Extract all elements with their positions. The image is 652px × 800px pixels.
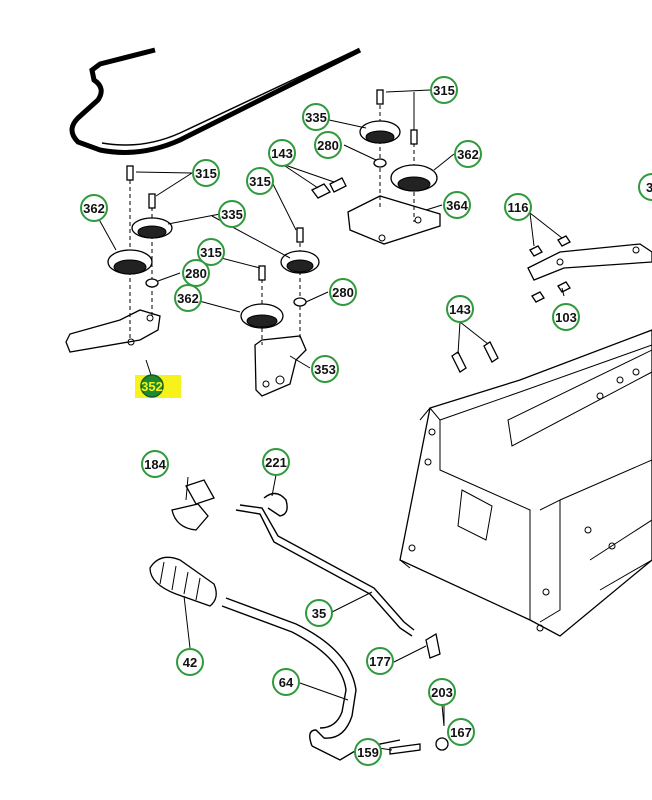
callout-184[interactable]: 184 bbox=[141, 450, 169, 478]
callout-143-b[interactable]: 143 bbox=[446, 295, 474, 323]
callout-335-b[interactable]: 335 bbox=[218, 200, 246, 228]
callout-42[interactable]: 42 bbox=[176, 648, 204, 676]
callout-335-a[interactable]: 335 bbox=[302, 103, 330, 131]
svg-text:159: 159 bbox=[357, 745, 379, 760]
main-frame bbox=[399, 329, 652, 637]
callout-362-c[interactable]: 362 bbox=[174, 284, 202, 312]
knob-184 bbox=[171, 479, 215, 531]
pulley-bracket-upper bbox=[311, 89, 441, 245]
callout-315-b[interactable]: 315 bbox=[192, 159, 220, 187]
callout-35-edge[interactable]: 35 bbox=[638, 173, 652, 201]
svg-text:335: 335 bbox=[305, 110, 327, 125]
svg-text:35: 35 bbox=[646, 180, 652, 195]
callout-315-d[interactable]: 315 bbox=[197, 238, 225, 266]
svg-text:362: 362 bbox=[83, 201, 105, 216]
svg-text:353: 353 bbox=[314, 362, 336, 377]
callout-353[interactable]: 353 bbox=[311, 355, 339, 383]
clip-221 bbox=[263, 492, 288, 517]
bracket-right-small bbox=[527, 235, 652, 303]
drive-belt bbox=[69, 47, 362, 155]
callout-159[interactable]: 159 bbox=[354, 738, 382, 766]
lever-64 bbox=[221, 597, 401, 761]
hardware-bottom bbox=[389, 702, 449, 755]
svg-text:362: 362 bbox=[457, 147, 479, 162]
rod-35 bbox=[235, 504, 415, 637]
grip-42 bbox=[149, 556, 217, 607]
callout-362-b[interactable]: 362 bbox=[80, 194, 108, 222]
screw-pair-lower bbox=[451, 341, 499, 373]
callout-203[interactable]: 203 bbox=[428, 678, 456, 706]
svg-text:143: 143 bbox=[449, 302, 471, 317]
svg-text:362: 362 bbox=[177, 291, 199, 306]
svg-text:221: 221 bbox=[265, 455, 287, 470]
svg-text:364: 364 bbox=[446, 198, 468, 213]
svg-text:143: 143 bbox=[271, 146, 293, 161]
callout-280-a[interactable]: 280 bbox=[314, 131, 342, 159]
callout-280-c[interactable]: 280 bbox=[329, 278, 357, 306]
svg-text:184: 184 bbox=[144, 457, 166, 472]
callout-116[interactable]: 116 bbox=[504, 193, 532, 221]
callout-221[interactable]: 221 bbox=[262, 448, 290, 476]
svg-text:315: 315 bbox=[249, 174, 271, 189]
svg-text:42: 42 bbox=[183, 655, 197, 670]
svg-text:352: 352 bbox=[141, 379, 163, 394]
svg-text:35: 35 bbox=[312, 606, 326, 621]
svg-text:280: 280 bbox=[317, 138, 339, 153]
callout-167[interactable]: 167 bbox=[447, 718, 475, 746]
svg-text:335: 335 bbox=[221, 207, 243, 222]
svg-text:315: 315 bbox=[200, 245, 222, 260]
callout-280-b[interactable]: 280 bbox=[182, 259, 210, 287]
callout-364[interactable]: 364 bbox=[443, 191, 471, 219]
callout-64[interactable]: 64 bbox=[272, 668, 300, 696]
svg-text:315: 315 bbox=[195, 166, 217, 181]
svg-text:167: 167 bbox=[450, 725, 472, 740]
svg-text:203: 203 bbox=[431, 685, 453, 700]
callout-315-a[interactable]: 315 bbox=[430, 76, 458, 104]
callout-315-c[interactable]: 315 bbox=[246, 167, 274, 195]
leader-lines bbox=[95, 89, 565, 751]
svg-text:280: 280 bbox=[185, 266, 207, 281]
idler-bracket-center bbox=[240, 227, 320, 397]
idler-bracket-left bbox=[65, 165, 173, 379]
svg-text:280: 280 bbox=[332, 285, 354, 300]
callout-352-highlighted[interactable]: 352 bbox=[135, 374, 181, 398]
callout-143-a[interactable]: 143 bbox=[268, 139, 296, 167]
svg-text:103: 103 bbox=[555, 310, 577, 325]
spring-177 bbox=[425, 632, 441, 659]
callout-103[interactable]: 103 bbox=[552, 303, 580, 331]
callout-177[interactable]: 177 bbox=[366, 647, 394, 675]
svg-text:177: 177 bbox=[369, 654, 391, 669]
callout-362-a[interactable]: 362 bbox=[454, 140, 482, 168]
callout-35[interactable]: 35 bbox=[305, 599, 333, 627]
svg-text:64: 64 bbox=[279, 675, 294, 690]
svg-text:315: 315 bbox=[433, 83, 455, 98]
svg-text:116: 116 bbox=[508, 200, 529, 215]
